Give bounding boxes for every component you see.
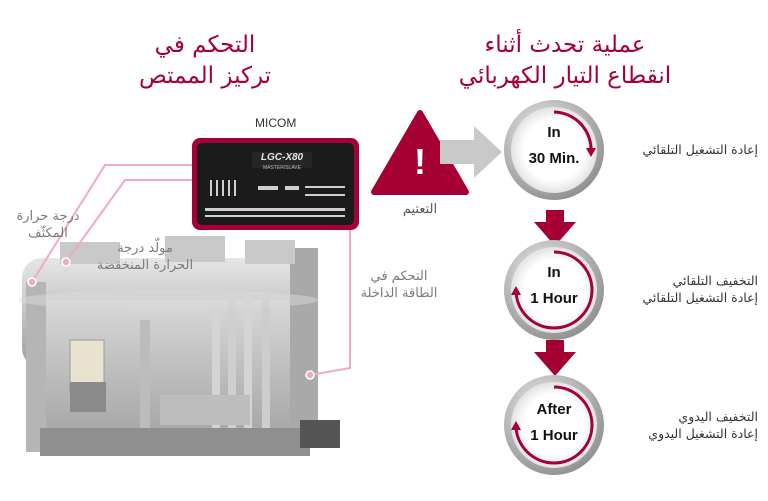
clock-3 (504, 375, 604, 475)
clock-2-line1: In (547, 264, 561, 281)
connector-dots (27, 257, 315, 380)
chiller-illustration (18, 236, 340, 456)
clock-1 (504, 100, 604, 200)
step-1-desc: إعادة التشغيل التلقائي (608, 141, 759, 158)
left-title: التحكم في تركيز الممتص (95, 30, 315, 92)
step-1-desc-line1: إعادة التشغيل التلقائي (642, 142, 759, 157)
low-temp-generator-line1: مولّد درجة (117, 241, 173, 256)
low-temp-generator-label: مولّد درجة الحرارة المنخفضة (90, 240, 200, 274)
clock-1-line2: 30 Min. (528, 150, 580, 167)
clock-2-text: In 1 Hour (516, 264, 592, 316)
clock-2 (504, 240, 604, 340)
right-title-line1: عملية تحدث أثناء (484, 32, 646, 58)
internal-energy-label: التحكم في الطاقة الداخلة (356, 268, 442, 302)
step-3-desc-line1: التخفيف اليدوي (678, 409, 758, 424)
micom-label: MICOM (255, 116, 297, 130)
warning-glyph: ! (414, 141, 426, 182)
left-title-line2: تركيز الممتص (138, 63, 272, 89)
down-arrows (534, 210, 576, 376)
gray-arrow (440, 126, 502, 178)
step-2-desc-line2: إعادة التشغيل التلقائي (642, 290, 759, 305)
condenser-temp-line2: المكثّف (28, 226, 68, 241)
micom-panel (192, 138, 359, 230)
warning-label: التعتيم (402, 202, 438, 217)
clock-2-line2: 1 Hour (530, 290, 578, 307)
step-2-desc: التخفيف التلقائي إعادة التشغيل التلقائي (608, 272, 759, 306)
clock-3-line2: 1 Hour (530, 427, 578, 444)
internal-energy-line2: الطاقة الداخلة (360, 286, 438, 301)
step-2-desc-line1: التخفيف التلقائي (672, 273, 758, 288)
condenser-temp-line1: درجة حرارة (16, 209, 80, 224)
clock-3-text: After 1 Hour (516, 401, 592, 453)
right-title: عملية تحدث أثناء انقطاع التيار الكهربائي (440, 30, 690, 92)
clock-3-line1: After (536, 401, 572, 418)
micom-sub: MASTER/SLAVE (263, 165, 301, 171)
low-temp-generator-line2: الحرارة المنخفضة (96, 258, 194, 273)
clock-1-line1: In (547, 124, 561, 141)
internal-energy-line1: التحكم في (370, 269, 428, 284)
step-3-desc: التخفيف اليدوي إعادة التشغيل اليدوي (608, 408, 758, 442)
right-title-line2: انقطاع التيار الكهربائي (458, 63, 672, 89)
condenser-temp-label: درجة حرارة المكثّف (8, 208, 88, 242)
left-title-line1: التحكم في (154, 32, 256, 58)
micom-brand: LGC-X80 (260, 152, 304, 163)
step-3-desc-line2: إعادة التشغيل اليدوي (648, 426, 758, 441)
clock-1-text: In 30 Min. (516, 124, 592, 176)
